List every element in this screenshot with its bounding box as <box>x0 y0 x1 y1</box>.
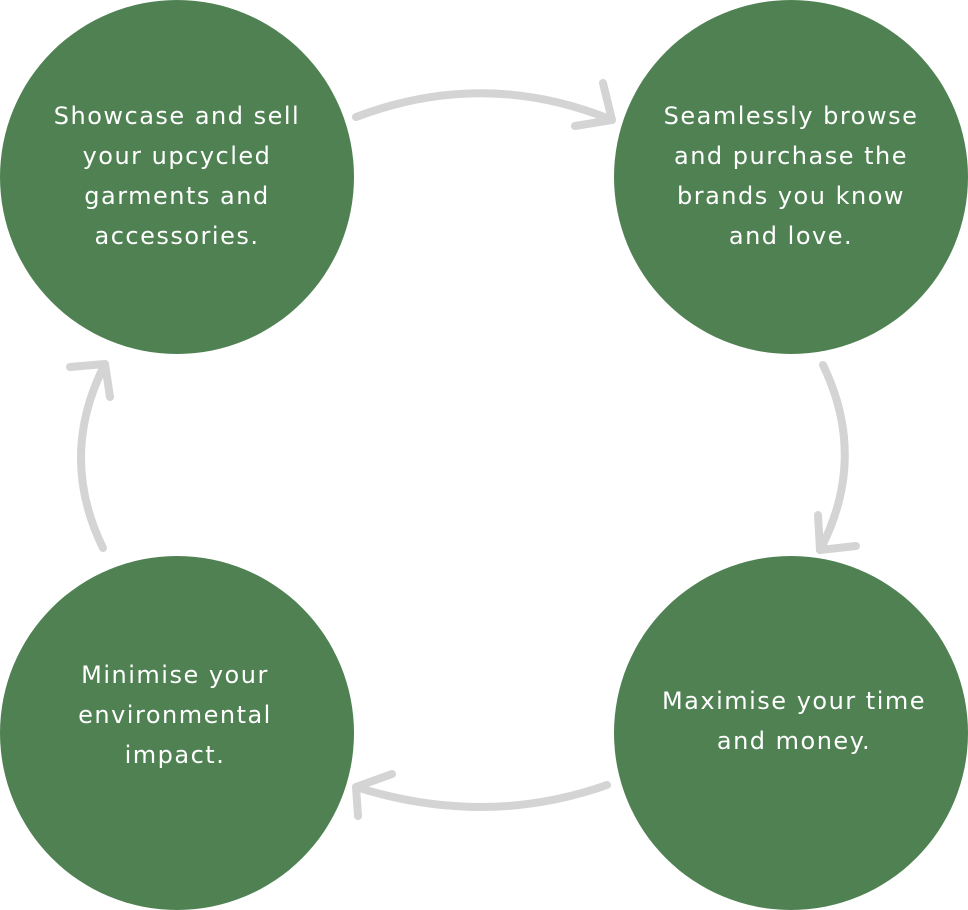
arrow-group <box>66 79 860 820</box>
arrow-1-to-2-head <box>571 79 616 130</box>
arrow-4-to-1-head <box>66 360 114 401</box>
arrow-3-to-4 <box>352 781 611 811</box>
cycle-node-minimise: Minimise your environmental impact. <box>0 556 354 910</box>
arrow-4-to-1 <box>77 360 109 552</box>
cycle-node-maximise: Maximise your time and money. <box>614 556 968 910</box>
arrow-1-to-2 <box>352 89 616 124</box>
arrow-2-to-3-head <box>814 511 860 554</box>
arrow-2-to-3 <box>816 361 849 554</box>
node-label: Minimise your environmental impact. <box>78 661 272 769</box>
arrow-3-to-4-head <box>352 770 396 820</box>
cycle-node-showcase: Showcase and sell your upcycled garments… <box>0 0 354 354</box>
node-label: Seamlessly browse and purchase the brand… <box>663 102 919 250</box>
cycle-node-browse: Seamlessly browse and purchase the brand… <box>614 0 968 354</box>
node-label: Showcase and sell your upcycled garments… <box>53 102 301 250</box>
node-label: Maximise your time and money. <box>661 687 927 755</box>
